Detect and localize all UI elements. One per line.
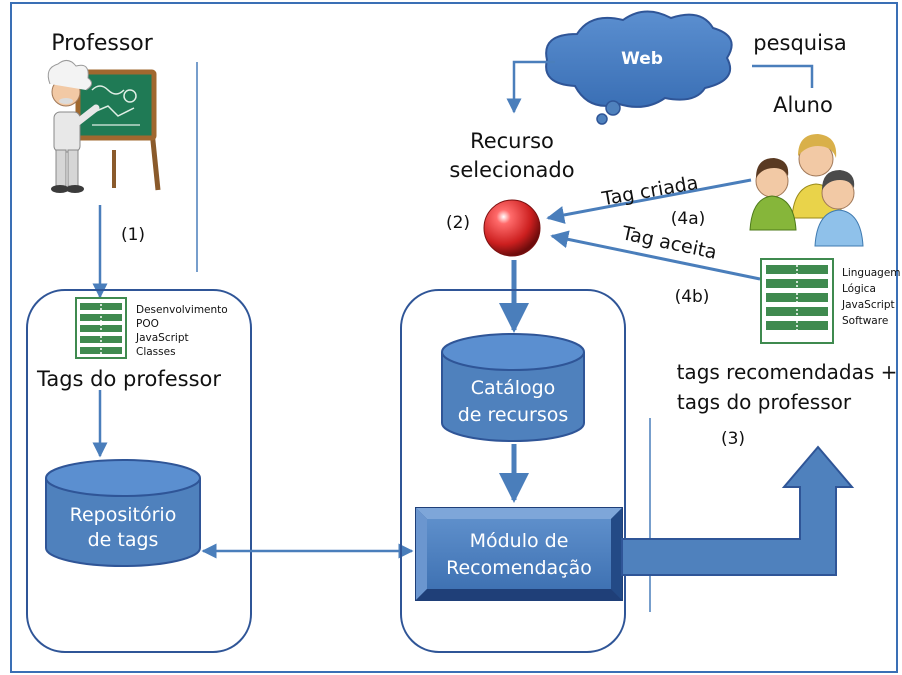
recommended-tag-3: JavaScript [841,299,895,311]
module-label-line1: Módulo de [470,530,569,552]
recommendation-container [400,289,626,653]
arrow-tag-created [546,178,752,224]
step-3-label: (3) [721,429,745,449]
students-icon [749,134,864,247]
web-cloud-icon [545,10,733,125]
output-arrow [621,445,855,576]
output-label-line1: tags recomendadas + [677,360,898,384]
step-1-label: (1) [121,225,145,245]
module-label-line2: Recomendação [446,557,592,579]
outer-frame [10,2,898,673]
catalog-label-line2: de recursos [458,404,569,426]
repository-label-line2: de tags [88,529,159,551]
step-4b-label: (4b) [675,287,710,307]
catalog-cylinder [441,333,585,442]
output-label-line2: tags do professor [677,390,852,414]
professor-icon [47,60,161,193]
student-label: Aluno [773,93,833,117]
tag-created-label: Tag criada [599,172,699,211]
resource-ball-icon [483,199,541,257]
professor-tag-1: Desenvolvimento [136,304,228,316]
repository-label-line1: Repositório [70,504,177,526]
recommended-tag-list-icon [760,258,834,344]
professor-title: Professor [51,31,154,56]
resource-label-line1: Recurso [470,129,554,153]
arrow-tag-accepted [550,230,761,281]
professor-tag-4: Classes [136,346,176,358]
arrow-web-to-resource [506,60,555,114]
professor-tags-caption: Tags do professor [36,367,221,391]
search-label: pesquisa [753,31,846,55]
connector-student-to-web [752,64,814,88]
step-2-label: (2) [446,213,470,233]
step-4a-label: (4a) [671,209,706,229]
professor-container [26,289,252,653]
tag-list-icon [75,297,127,359]
repository-cylinder [45,459,201,567]
recommended-tag-4: Software [842,315,888,327]
recommendation-module-box [415,507,623,601]
web-label: Web [621,49,663,69]
professor-tag-2: POO [136,318,159,330]
resource-label-line2: selecionado [449,158,574,182]
catalog-label-line1: Catálogo [471,377,556,399]
recommended-tag-1: Linguagem [842,267,901,279]
professor-tag-3: JavaScript [135,332,189,344]
recommended-tag-2: Lógica [842,283,876,295]
